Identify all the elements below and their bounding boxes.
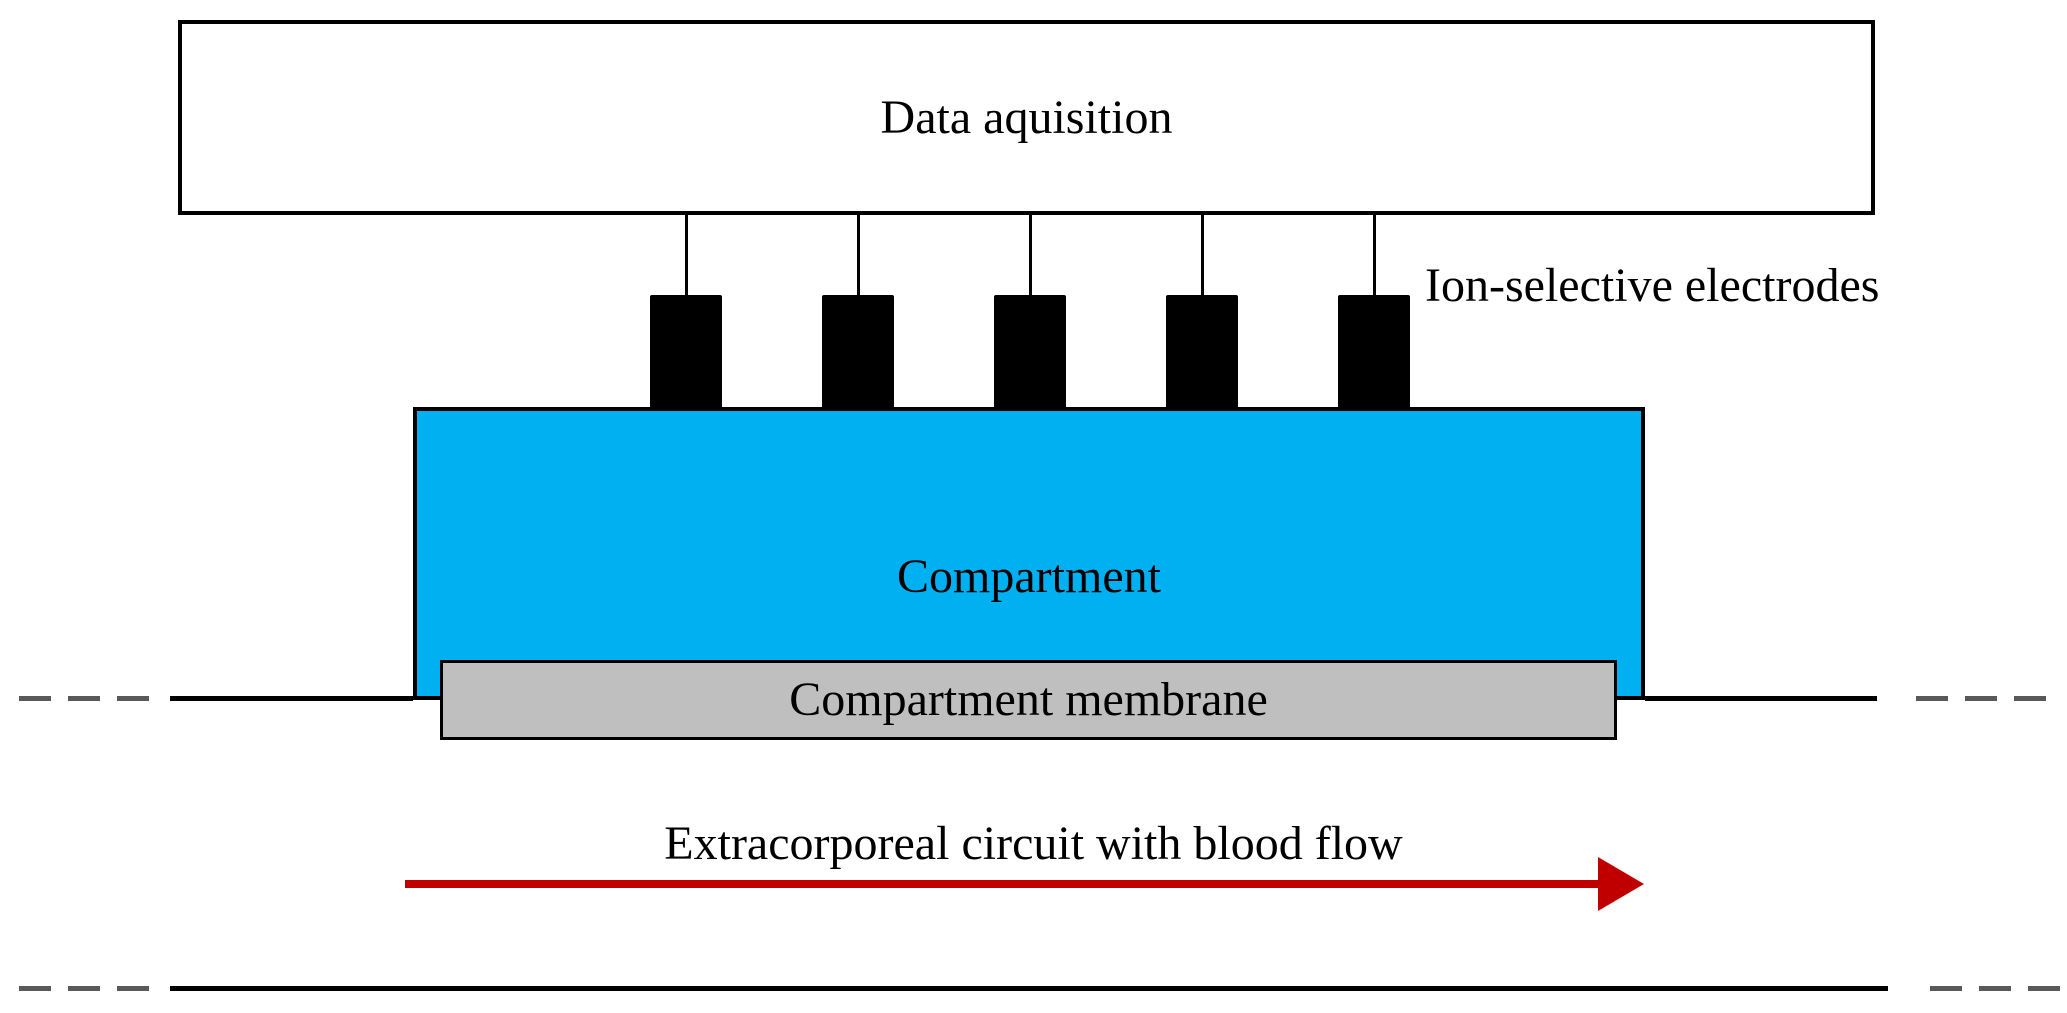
data-acquisition-label: Data aquisition [880, 90, 1173, 144]
circuit-line-top-right [1645, 696, 1877, 701]
circuit-dash-top-left [19, 696, 150, 701]
blood-flow-arrow-shaft [405, 880, 1600, 888]
electrode-wire [1200, 215, 1204, 295]
data-acquisition-box: Data aquisition [178, 20, 1875, 215]
circuit-dash-bottom-right [1930, 986, 2062, 991]
electrode-wire [856, 215, 860, 295]
compartment-membrane-label: Compartment membrane [789, 673, 1268, 727]
electrode-wire [1372, 215, 1376, 295]
electrode-wire [1028, 215, 1032, 295]
compartment-label: Compartment [897, 550, 1161, 603]
blood-flow-arrowhead-icon [1598, 857, 1644, 911]
blood-flow-label: Extracorporeal circuit with blood flow [664, 817, 1403, 870]
circuit-dash-bottom-left [19, 986, 150, 991]
compartment-membrane-box: Compartment membrane [440, 660, 1617, 740]
circuit-dash-top-right [1916, 696, 2047, 701]
ion-selective-electrodes-label: Ion-selective electrodes [1425, 259, 1880, 312]
electrode-wire [684, 215, 688, 295]
circuit-line-top-left [170, 696, 413, 701]
circuit-line-bottom [170, 986, 1888, 991]
compartment-box: Compartment [413, 407, 1645, 700]
